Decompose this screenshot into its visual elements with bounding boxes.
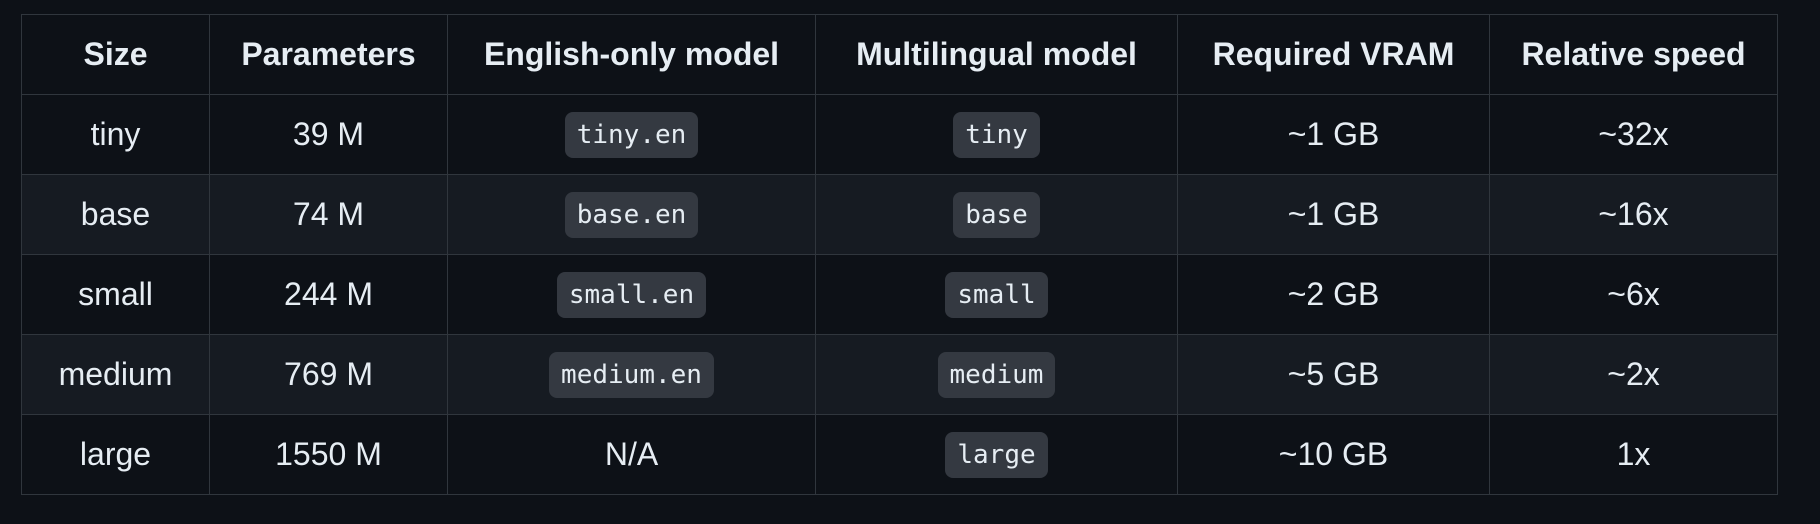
code-multilingual-model: medium	[937, 351, 1056, 398]
code-multilingual-model: tiny	[953, 111, 1040, 158]
code-english-only-model: tiny.en	[564, 111, 699, 158]
cell-required-vram: ~1 GB	[1177, 174, 1490, 255]
code-english-only-model: base.en	[564, 191, 699, 238]
cell-size: medium	[21, 334, 210, 415]
cell-relative-speed: 1x	[1489, 414, 1778, 495]
table-body: tiny 39 M tiny.en tiny ~1 GB ~32x base 7…	[21, 94, 1778, 495]
code-english-only-model: small.en	[556, 271, 707, 318]
cell-size: tiny	[21, 94, 210, 175]
header-size: Size	[21, 14, 210, 95]
code-english-only-model: medium.en	[549, 351, 714, 398]
cell-multilingual-model: medium	[815, 334, 1178, 415]
cell-multilingual-model: large	[815, 414, 1178, 495]
text-english-only-model: N/A	[604, 436, 659, 472]
header-english-only-model: English-only model	[447, 14, 816, 95]
table-row: base 74 M base.en base ~1 GB ~16x	[21, 174, 1778, 255]
table-row: large 1550 M N/A large ~10 GB 1x	[21, 414, 1778, 495]
code-multilingual-model: base	[953, 191, 1040, 238]
cell-english-only-model: small.en	[447, 254, 816, 335]
cell-multilingual-model: base	[815, 174, 1178, 255]
cell-relative-speed: ~6x	[1489, 254, 1778, 335]
cell-english-only-model: N/A	[447, 414, 816, 495]
model-table-container: Size Parameters English-only model Multi…	[21, 14, 1778, 495]
code-multilingual-model: large	[945, 431, 1048, 478]
header-relative-speed: Relative speed	[1489, 14, 1778, 95]
table-row: small 244 M small.en small ~2 GB ~6x	[21, 254, 1778, 335]
table-header-row: Size Parameters English-only model Multi…	[21, 14, 1778, 95]
cell-english-only-model: base.en	[447, 174, 816, 255]
cell-size: small	[21, 254, 210, 335]
cell-parameters: 769 M	[209, 334, 448, 415]
cell-multilingual-model: tiny	[815, 94, 1178, 175]
cell-multilingual-model: small	[815, 254, 1178, 335]
cell-required-vram: ~1 GB	[1177, 94, 1490, 175]
code-multilingual-model: small	[945, 271, 1048, 318]
table-row: medium 769 M medium.en medium ~5 GB ~2x	[21, 334, 1778, 415]
cell-required-vram: ~10 GB	[1177, 414, 1490, 495]
cell-required-vram: ~2 GB	[1177, 254, 1490, 335]
cell-parameters: 74 M	[209, 174, 448, 255]
cell-relative-speed: ~2x	[1489, 334, 1778, 415]
model-table: Size Parameters English-only model Multi…	[21, 14, 1778, 495]
cell-parameters: 1550 M	[209, 414, 448, 495]
cell-parameters: 39 M	[209, 94, 448, 175]
header-required-vram: Required VRAM	[1177, 14, 1490, 95]
table-row: tiny 39 M tiny.en tiny ~1 GB ~32x	[21, 94, 1778, 175]
cell-relative-speed: ~16x	[1489, 174, 1778, 255]
cell-english-only-model: tiny.en	[447, 94, 816, 175]
cell-english-only-model: medium.en	[447, 334, 816, 415]
cell-parameters: 244 M	[209, 254, 448, 335]
header-multilingual-model: Multilingual model	[815, 14, 1178, 95]
cell-relative-speed: ~32x	[1489, 94, 1778, 175]
cell-required-vram: ~5 GB	[1177, 334, 1490, 415]
cell-size: base	[21, 174, 210, 255]
header-parameters: Parameters	[209, 14, 448, 95]
cell-size: large	[21, 414, 210, 495]
